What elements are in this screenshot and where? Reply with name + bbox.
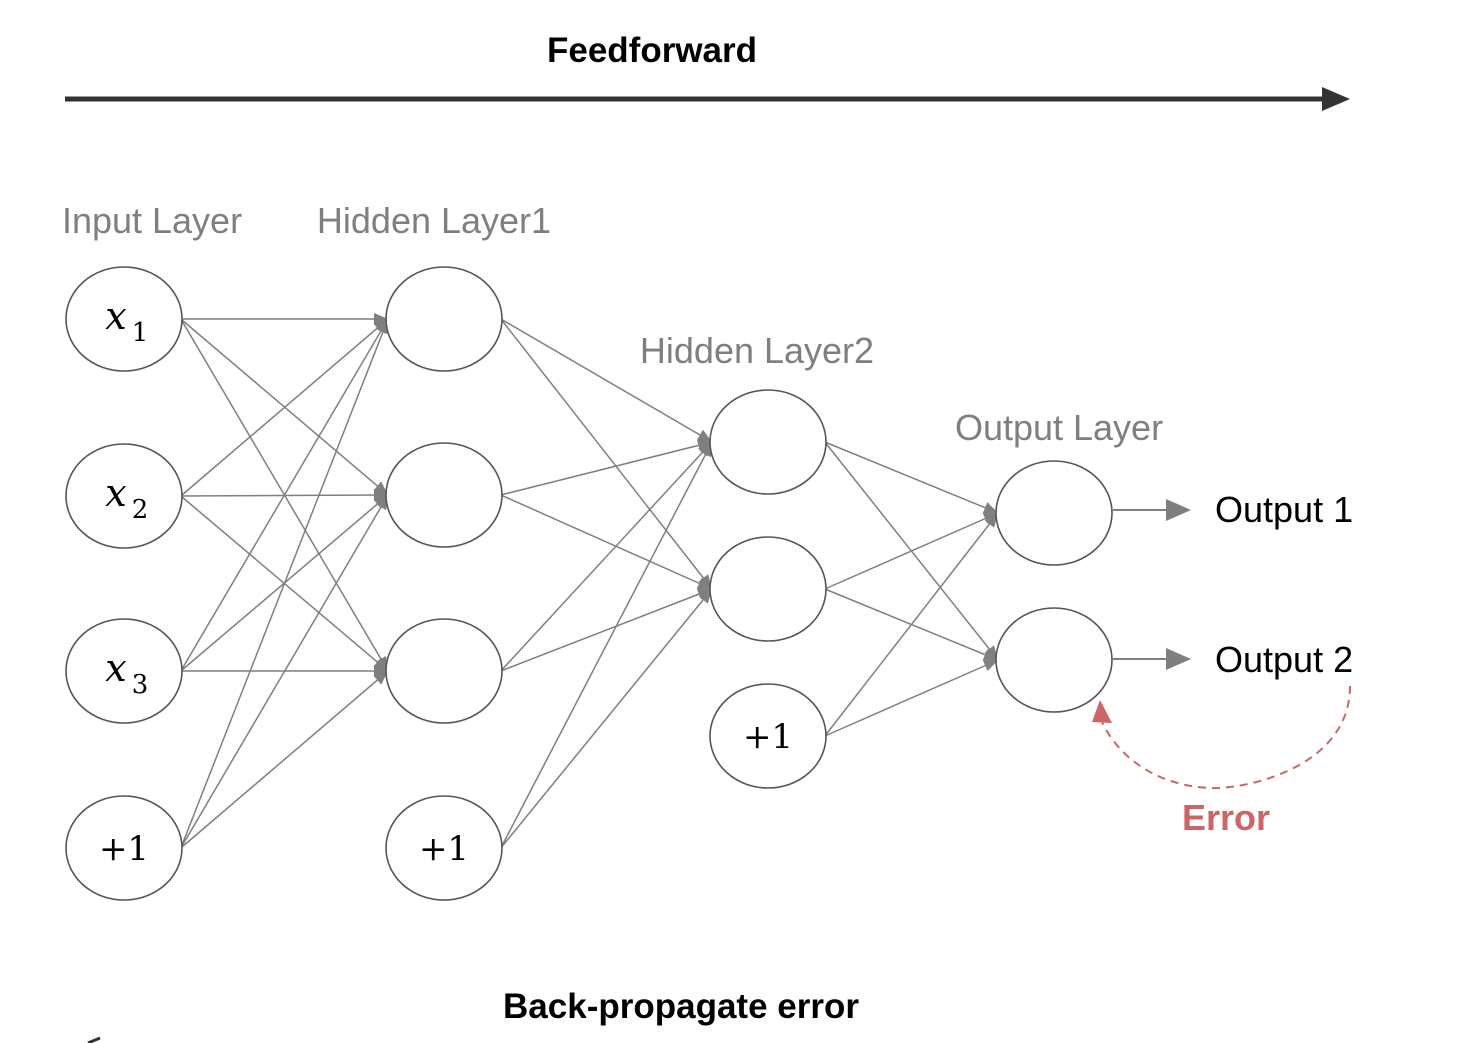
edge-l0-n3-to-n0 bbox=[180, 318, 389, 849]
edge-l1-n3-to-n0 bbox=[500, 441, 713, 849]
bias-label-layer1: +1 bbox=[419, 829, 469, 869]
output1-arrow-head bbox=[1166, 499, 1191, 521]
input-variable-subscript-2: 2 bbox=[132, 495, 149, 525]
edge-l1-n1-to-n1 bbox=[500, 494, 713, 590]
error-arrow-head bbox=[1092, 700, 1112, 723]
hidden-layer1-label: Hidden Layer1 bbox=[317, 200, 551, 241]
neuron-node-layer3-1 bbox=[995, 607, 1113, 713]
feedforward-arrow-head bbox=[1322, 87, 1350, 111]
edge-arrowhead-l0-n0-to-n0 bbox=[374, 313, 388, 325]
output1-label: Output 1 bbox=[1215, 489, 1353, 530]
edge-l0-n3-to-n2 bbox=[180, 670, 389, 849]
input-variable-2: x bbox=[105, 471, 126, 515]
backpropagate-arrow-stub bbox=[87, 1036, 101, 1043]
connection-edges bbox=[180, 313, 999, 849]
edge-l2-n0-to-n0 bbox=[824, 441, 999, 514]
edge-arrowhead-l0-n3-to-n2 bbox=[373, 671, 388, 685]
input-variable-subscript-3: 3 bbox=[132, 670, 149, 700]
error-curve bbox=[1101, 685, 1351, 790]
edge-arrowhead-l1-n0-to-n1 bbox=[698, 574, 712, 589]
edge-l1-n1-to-n0 bbox=[500, 441, 713, 496]
edge-l2-n2-to-n0 bbox=[824, 512, 999, 737]
neuron-node-layer1-2 bbox=[385, 618, 503, 724]
hidden-layer2-label: Hidden Layer2 bbox=[640, 330, 874, 371]
bias-node-layer0-3 bbox=[65, 795, 183, 901]
edge-arrowhead-l0-n3-to-n1 bbox=[375, 495, 388, 511]
neuron-node-layer1-0 bbox=[385, 266, 503, 372]
edge-arrowhead-l1-n3-to-n0 bbox=[700, 442, 712, 458]
edge-l1-n0-to-n0 bbox=[500, 318, 713, 443]
bias-label-layer0: +1 bbox=[99, 829, 149, 869]
bias-node-layer2-2 bbox=[709, 683, 827, 789]
edge-arrowhead-l2-n0-to-n1 bbox=[984, 645, 998, 660]
input-variable-3: x bbox=[105, 646, 126, 690]
neuron-node-layer2-0 bbox=[709, 389, 827, 495]
bias-label-layer2: +1 bbox=[743, 717, 793, 757]
neuron-node-layer0-0 bbox=[65, 266, 183, 372]
neuron-node-layer2-1 bbox=[709, 536, 827, 642]
neuron-node-layer3-0 bbox=[995, 460, 1113, 566]
input-layer-label: Input Layer bbox=[62, 200, 242, 241]
output2-label: Output 2 bbox=[1215, 639, 1353, 680]
neuron-node-layer0-1 bbox=[65, 443, 183, 549]
edge-l1-n0-to-n1 bbox=[500, 318, 713, 590]
neuron-node-layer0-2 bbox=[65, 618, 183, 724]
edge-l1-n2-to-n0 bbox=[500, 441, 713, 672]
edge-arrowhead-l2-n2-to-n0 bbox=[984, 513, 998, 528]
edge-arrowhead-l1-n1-to-n1 bbox=[696, 577, 712, 589]
edge-arrowhead-l2-n1-to-n1 bbox=[982, 649, 998, 661]
edge-l2-n1-to-n0 bbox=[824, 512, 999, 590]
neuron-node-layer1-1 bbox=[385, 442, 503, 548]
bias-node-layer1-3 bbox=[385, 795, 503, 901]
input-variable-1: x bbox=[105, 294, 126, 338]
input-variable-subscript-1: 1 bbox=[132, 318, 149, 348]
edge-l0-n1-to-n0 bbox=[180, 318, 389, 497]
error-label: Error bbox=[1182, 797, 1270, 838]
edge-l0-n2-to-n0 bbox=[180, 318, 389, 672]
output-layer-label: Output Layer bbox=[955, 407, 1163, 448]
feedforward-title: Feedforward bbox=[547, 31, 757, 70]
edge-l1-n2-to-n1 bbox=[500, 588, 713, 672]
edge-arrowhead-l1-n0-to-n0 bbox=[696, 429, 712, 442]
edge-arrowhead-l0-n2-to-n2 bbox=[374, 665, 388, 677]
edge-arrowhead-l0-n1-to-n1 bbox=[373, 489, 388, 502]
edge-arrowhead-l2-n2-to-n1 bbox=[982, 660, 998, 672]
output2-arrow-head bbox=[1166, 648, 1191, 670]
edge-arrowhead-l1-n3-to-n1 bbox=[698, 589, 712, 604]
backpropagate-title: Back-propagate error bbox=[503, 987, 859, 1026]
edge-l1-n3-to-n1 bbox=[500, 588, 713, 849]
edge-l2-n2-to-n1 bbox=[824, 659, 999, 737]
edge-arrowhead-l2-n0-to-n0 bbox=[982, 502, 998, 514]
edge-l0-n3-to-n1 bbox=[180, 494, 389, 849]
